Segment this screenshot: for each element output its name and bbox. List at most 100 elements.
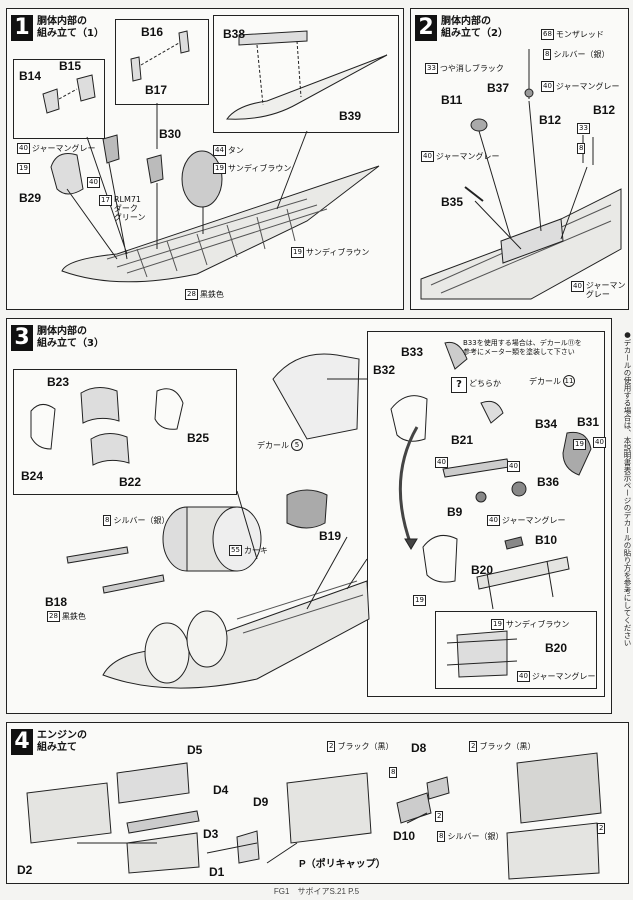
part-d8: D8 xyxy=(411,741,427,755)
part-b34: B34 xyxy=(535,417,558,431)
part-b19: B19 xyxy=(319,529,342,543)
part-b39: B39 xyxy=(339,109,362,123)
part-b38: B38 xyxy=(223,27,246,41)
part-b9: B9 xyxy=(447,505,463,519)
step4-panel: 4 エンジンの 組み立て D5 D4 D3 D2 D1 D9 D8 D10 P（… xyxy=(6,722,629,884)
part-b30: B30 xyxy=(159,127,182,141)
part-b32: B32 xyxy=(373,363,396,377)
part-b29: B29 xyxy=(19,191,42,205)
part-d9: D9 xyxy=(253,795,269,809)
page-footer: FG1 サボイアS.21 P.5 xyxy=(273,887,360,896)
step3-header: 3 胴体内部の 組み立て（3） xyxy=(11,325,104,351)
part-b20-detail: B20 xyxy=(545,641,568,655)
color-callout: 33 xyxy=(577,123,590,134)
step4-header: 4 エンジンの 組み立て xyxy=(11,729,87,755)
part-b17: B17 xyxy=(145,83,168,97)
step2-header: 2 胴体内部の 組み立て（2） xyxy=(415,15,508,41)
part-d1: D1 xyxy=(209,865,225,879)
color-callout: 8 xyxy=(389,767,398,778)
color-callout: 19 xyxy=(17,163,30,174)
part-b23: B23 xyxy=(47,375,70,389)
color-callout: 40 xyxy=(507,461,520,472)
part-b24: B24 xyxy=(21,469,44,483)
part-b16: B16 xyxy=(141,25,164,39)
color-callout: 2 xyxy=(435,811,444,822)
color-callout: 40 xyxy=(435,457,448,468)
step3-title: 胴体内部の 組み立て（3） xyxy=(37,326,104,349)
part-d3: D3 xyxy=(203,827,219,841)
color-callout: 19 xyxy=(573,439,586,450)
color-callout: 2 xyxy=(597,823,606,834)
step2-drawing xyxy=(420,49,622,300)
either-label: どちらか xyxy=(469,379,501,388)
part-d10: D10 xyxy=(393,829,416,843)
side-note: ●デカールの使用する場合は、本説明書表示ページのデカールの貼り方を参考にしてくだ… xyxy=(623,330,632,647)
part-b21: B21 xyxy=(451,433,474,447)
part-d4: D4 xyxy=(213,783,229,797)
step1-detail-box-b16-b17 xyxy=(115,19,209,105)
color-callout: 40 xyxy=(593,437,606,448)
step3-panel: 3 胴体内部の 組み立て（3） xyxy=(6,318,612,714)
step4-title: エンジンの 組み立て xyxy=(37,730,87,753)
part-b20: B20 xyxy=(471,563,494,577)
question-mark-icon: ? xyxy=(451,377,467,393)
part-b35: B35 xyxy=(441,195,464,209)
part-b31: B31 xyxy=(577,415,600,429)
color-callout: 19 xyxy=(413,595,426,606)
part-b10: B10 xyxy=(535,533,558,547)
color-callout: 40 xyxy=(87,177,100,188)
part-b12: B12 xyxy=(539,113,562,127)
step3-detail-box-b22-b25 xyxy=(13,369,237,495)
step4-number: 4 xyxy=(11,729,33,755)
part-b37: B37 xyxy=(487,81,510,95)
part-b15: B15 xyxy=(59,59,82,73)
part-b14: B14 xyxy=(19,69,42,83)
step3-drawing xyxy=(30,341,592,689)
step1-panel: 1 胴体内部の 組み立て（1） xyxy=(6,8,404,310)
step4-drawing xyxy=(26,752,602,880)
part-b36: B36 xyxy=(537,475,560,489)
part-d2: D2 xyxy=(17,863,33,877)
part-b11: B11 xyxy=(441,93,463,107)
step3-number: 3 xyxy=(11,325,33,351)
part-b22: B22 xyxy=(119,475,142,489)
part-b12: B12 xyxy=(593,103,616,117)
step2-title: 胴体内部の 組み立て（2） xyxy=(441,16,508,39)
step1-number: 1 xyxy=(11,15,33,41)
part-b18: B18 xyxy=(45,595,68,609)
part-b33: B33 xyxy=(401,345,424,359)
step1-drawing xyxy=(42,30,388,283)
step1-header: 1 胴体内部の 組み立て（1） xyxy=(11,15,104,41)
step2-number: 2 xyxy=(415,15,437,41)
part-polycap: P（ポリキャップ） xyxy=(299,859,386,870)
step1-title: 胴体内部の 組み立て（1） xyxy=(37,16,104,39)
part-b25: B25 xyxy=(187,431,210,445)
part-d5: D5 xyxy=(187,743,203,757)
color-callout: 8 xyxy=(577,143,586,154)
b33-instruction-note: B33を使用する場合は、デカール⑪を 参考にメーター類を塗装して下さい xyxy=(463,339,582,356)
